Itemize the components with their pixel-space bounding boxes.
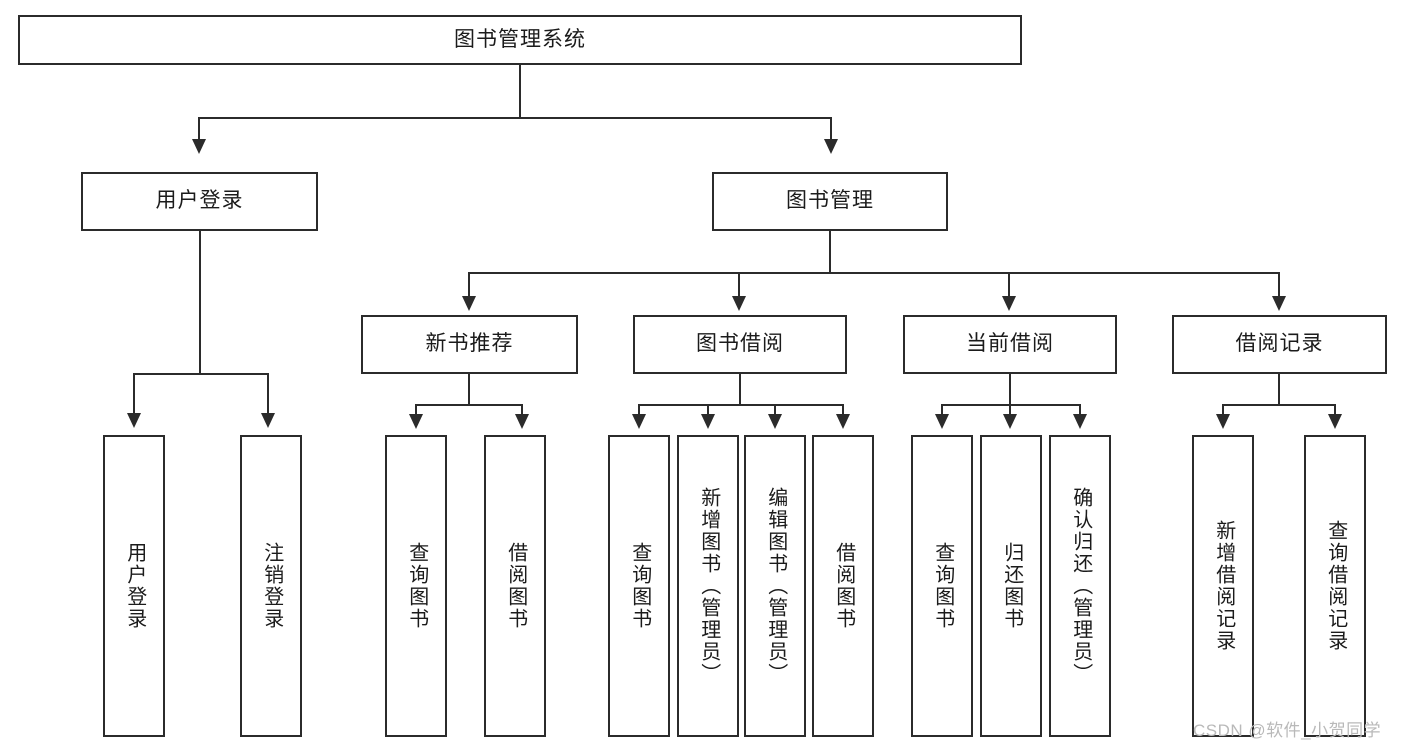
- node-label: 查询图书: [931, 542, 954, 630]
- arrow-root-to-user-login: [192, 139, 206, 154]
- arrow-to-logout-leaf: [261, 413, 275, 428]
- connector-br-drop-2: [1334, 404, 1336, 416]
- node-book-borrow[interactable]: 图书借阅: [633, 315, 847, 374]
- node-current-borrow[interactable]: 当前借阅: [903, 315, 1117, 374]
- arrow-br-leaf-2: [1328, 414, 1342, 429]
- arrow-to-current-borrow: [1002, 296, 1016, 311]
- connector-bb-drop-2: [707, 404, 709, 416]
- connector-user-login-stem: [199, 231, 201, 374]
- connector-book-management-stem: [829, 231, 831, 273]
- node-label: 查询借阅记录: [1324, 520, 1347, 652]
- arrow-root-to-book-management: [824, 139, 838, 154]
- arrow-bb-leaf-3: [768, 414, 782, 429]
- connector-nbr-drop-2: [521, 404, 523, 416]
- connector-root-drop-right: [830, 117, 832, 141]
- node-label: 编辑图书（管理员）: [764, 487, 787, 685]
- connector-bb-drop-4: [842, 404, 844, 416]
- arrow-cb-leaf-2: [1003, 414, 1017, 429]
- arrow-nbr-leaf-2: [515, 414, 529, 429]
- node-label: 借阅图书: [504, 542, 527, 630]
- leaf-nbr-borrow-book[interactable]: 借阅图书: [484, 435, 546, 737]
- connector-bm-drop-1: [468, 272, 470, 298]
- node-label: 注销登录: [260, 542, 283, 630]
- node-book-management[interactable]: 图书管理: [712, 172, 948, 231]
- connector-cb-drop-2: [1009, 404, 1011, 416]
- node-label: 查询图书: [405, 542, 428, 630]
- connector-book-management-bus: [468, 272, 1280, 274]
- connector-bb-drop-3: [774, 404, 776, 416]
- node-label: 图书借阅: [696, 332, 784, 356]
- arrow-bb-leaf-4: [836, 414, 850, 429]
- connector-bb-bus: [638, 404, 844, 406]
- arrow-to-borrow-record: [1272, 296, 1286, 311]
- node-label: 确认归还（管理员）: [1069, 487, 1092, 685]
- node-label: 归还图书: [1000, 542, 1023, 630]
- connector-bm-drop-3: [1008, 272, 1010, 298]
- connector-bb-drop-1: [638, 404, 640, 416]
- node-label: 借阅图书: [832, 542, 855, 630]
- connector-nbr-stem: [468, 374, 470, 405]
- node-user-login[interactable]: 用户登录: [81, 172, 318, 231]
- node-label: 新书推荐: [425, 332, 514, 356]
- arrow-bb-leaf-1: [632, 414, 646, 429]
- connector-root-bus: [198, 117, 832, 119]
- node-borrow-record[interactable]: 借阅记录: [1172, 315, 1387, 374]
- leaf-bb-query-book[interactable]: 查询图书: [608, 435, 670, 737]
- node-label: 图书管理系统: [454, 27, 586, 51]
- connector-cb-bus: [941, 404, 1081, 406]
- connector-nbr-bus: [415, 404, 523, 406]
- arrow-to-user-login-leaf: [127, 413, 141, 428]
- leaf-br-query-record[interactable]: 查询借阅记录: [1304, 435, 1366, 737]
- arrow-to-book-borrow: [732, 296, 746, 311]
- arrow-bb-leaf-2: [701, 414, 715, 429]
- node-label: 当前借阅: [966, 332, 1054, 356]
- leaf-logout[interactable]: 注销登录: [240, 435, 302, 737]
- connector-user-login-drop-2: [267, 373, 269, 415]
- leaf-bb-borrow-book[interactable]: 借阅图书: [812, 435, 874, 737]
- node-label: 新增图书（管理员）: [697, 487, 720, 685]
- arrow-br-leaf-1: [1216, 414, 1230, 429]
- node-label: 借阅记录: [1235, 332, 1324, 356]
- connector-br-bus: [1222, 404, 1336, 406]
- leaf-user-login[interactable]: 用户登录: [103, 435, 165, 737]
- node-new-book-recommend[interactable]: 新书推荐: [361, 315, 578, 374]
- node-label: 用户登录: [123, 542, 146, 630]
- leaf-bb-edit-book-admin[interactable]: 编辑图书（管理员）: [744, 435, 806, 737]
- leaf-bb-add-book-admin[interactable]: 新增图书（管理员）: [677, 435, 739, 737]
- connector-bm-drop-4: [1278, 272, 1280, 298]
- connector-root-drop-left: [198, 117, 200, 141]
- leaf-nbr-query-book[interactable]: 查询图书: [385, 435, 447, 737]
- leaf-cb-return-book[interactable]: 归还图书: [980, 435, 1042, 737]
- connector-br-stem: [1278, 374, 1280, 405]
- connector-user-login-drop-1: [133, 373, 135, 415]
- arrow-cb-leaf-1: [935, 414, 949, 429]
- connector-cb-drop-3: [1079, 404, 1081, 416]
- leaf-br-add-record[interactable]: 新增借阅记录: [1192, 435, 1254, 737]
- connector-bm-drop-2: [738, 272, 740, 298]
- leaf-cb-confirm-return-admin[interactable]: 确认归还（管理员）: [1049, 435, 1111, 737]
- node-label: 查询图书: [628, 542, 651, 630]
- connector-cb-drop-1: [941, 404, 943, 416]
- arrow-cb-leaf-3: [1073, 414, 1087, 429]
- connector-nbr-drop-1: [415, 404, 417, 416]
- leaf-cb-query-book[interactable]: 查询图书: [911, 435, 973, 737]
- arrow-nbr-leaf-1: [409, 414, 423, 429]
- node-root-book-management-system[interactable]: 图书管理系统: [18, 15, 1022, 65]
- csdn-watermark: CSDN @软件_小贺同学: [1193, 721, 1382, 740]
- connector-bb-stem: [739, 374, 741, 405]
- connector-br-drop-1: [1222, 404, 1224, 416]
- node-label: 用户登录: [155, 189, 244, 213]
- connector-root-stem: [519, 65, 521, 118]
- node-label: 新增借阅记录: [1212, 520, 1235, 652]
- connector-cb-stem: [1009, 374, 1011, 405]
- node-label: 图书管理: [786, 189, 874, 213]
- connector-user-login-bus: [133, 373, 269, 375]
- arrow-to-new-book-recommend: [462, 296, 476, 311]
